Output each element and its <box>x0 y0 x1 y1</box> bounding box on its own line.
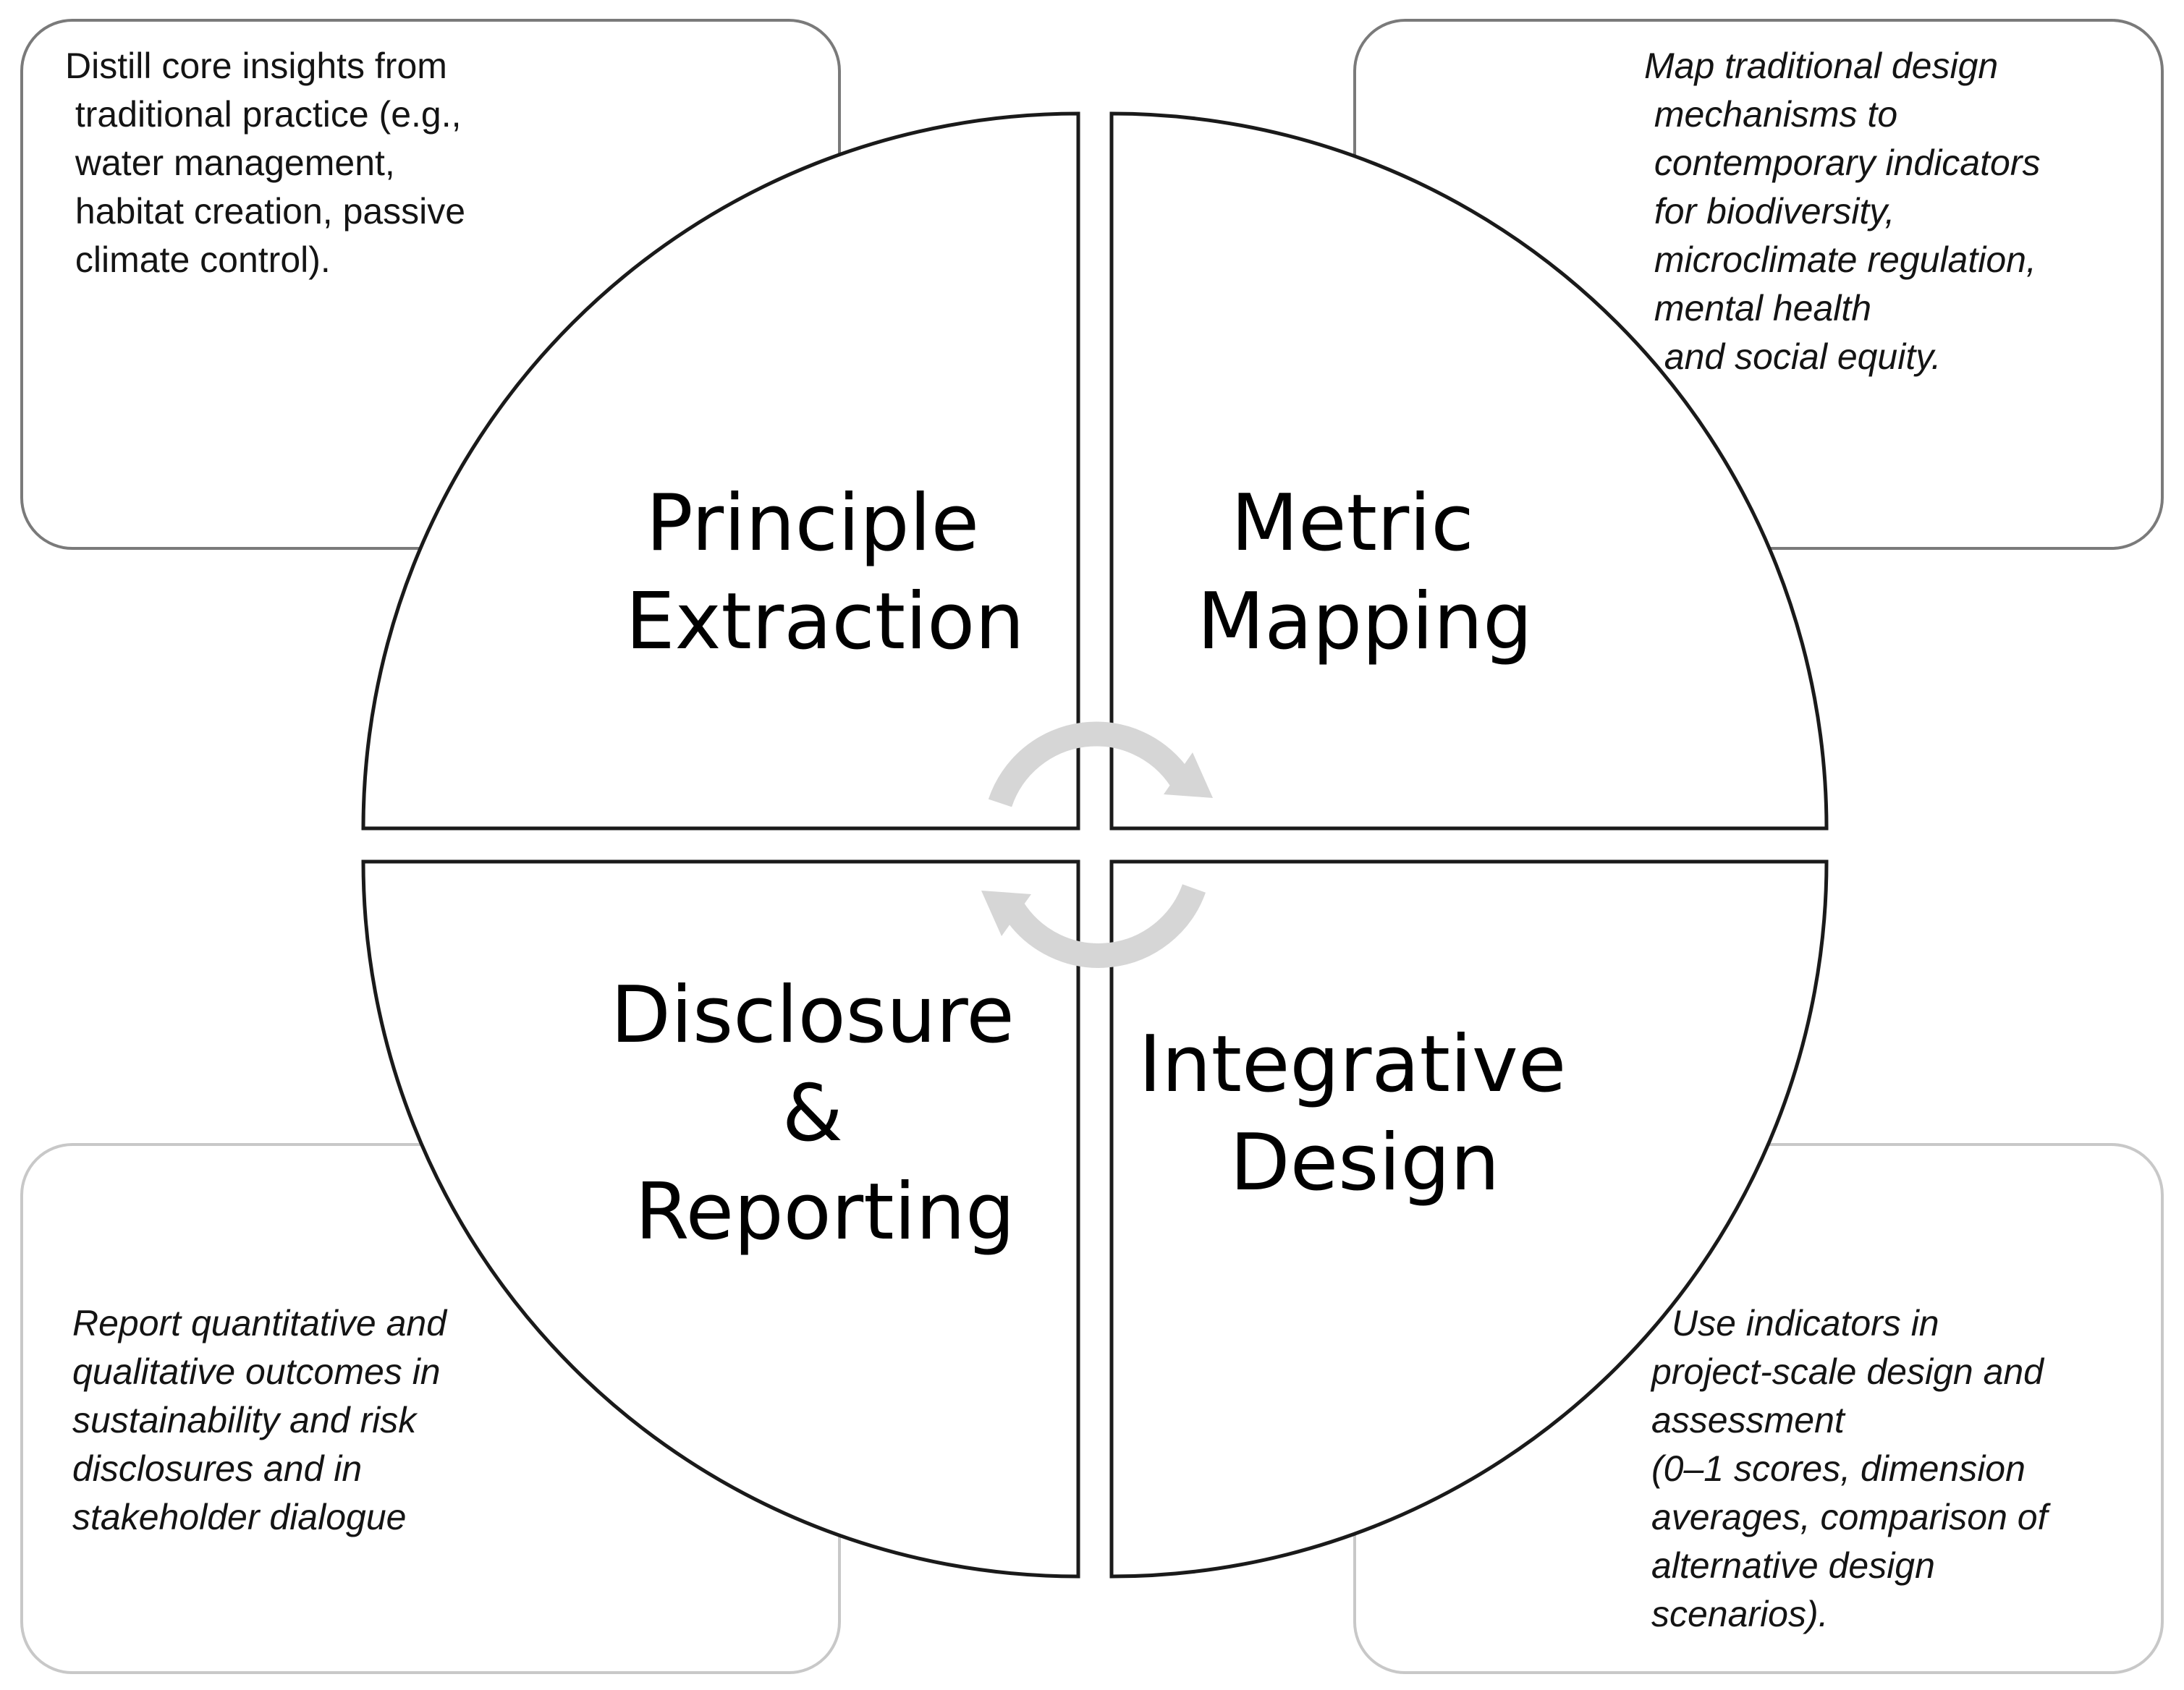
box-line: qualitative outcomes in <box>72 1351 441 1392</box>
quadrant-top-left <box>361 111 1080 831</box>
box-line: Use indicators in <box>1672 1303 1939 1343</box>
title-line: Design <box>1230 1118 1500 1208</box>
title-line: Integrative <box>1138 1019 1566 1110</box>
box-line: Report quantitative and <box>72 1303 448 1343</box>
title-principle-extraction: Principle Extraction <box>625 478 1024 667</box>
box-line: project-scale design and <box>1650 1351 2045 1392</box>
box-line: mental health <box>1644 288 1871 328</box>
box-line: assessment <box>1651 1400 1846 1440</box>
box-line: sustainability and risk <box>72 1400 418 1440</box>
box-line: habitat creation, passive <box>65 191 465 232</box>
title-line: Mapping <box>1197 577 1532 667</box>
title-line: Principle <box>646 478 979 569</box>
box-line: alternative design <box>1651 1545 1935 1586</box>
title-line: Disclosure <box>611 970 1015 1061</box>
box-bottom-left-text: Report quantitative and qualitative outc… <box>0 0 497 1537</box>
box-line: disclosures and in <box>72 1448 362 1489</box>
box-line: for biodiversity, <box>1644 191 1895 232</box>
box-top-right-text: Map traditional design mechanisms to con… <box>0 0 2091 377</box>
box-line: mechanisms to <box>1644 94 1897 135</box>
box-line: climate control). <box>65 239 331 280</box>
box-top-left-text: Distill core insights from traditional p… <box>0 0 516 280</box>
quadrant-bottom-right <box>1109 859 1829 1579</box>
quadrant-top-right <box>1109 111 1829 831</box>
circular-arrows-icon <box>981 721 1213 968</box>
box-line: water management, <box>65 143 395 183</box>
box-bottom-right-text: Use indicators in project-scale design a… <box>1650 1303 2052 1634</box>
title-line: Extraction <box>625 577 1024 667</box>
title-disclosure-reporting: Disclosure & Reporting <box>611 970 1039 1257</box>
quadrant-bottom-left <box>361 859 1080 1579</box>
box-line: Map traditional design <box>1644 46 1998 86</box>
title-metric-mapping: Metric Mapping <box>1197 478 1532 667</box>
title-line: Reporting <box>635 1167 1015 1257</box>
box-line: microclimate regulation, <box>1644 239 2036 280</box>
box-line: Distill core insights from <box>65 46 447 86</box>
box-line: and social equity. <box>1644 336 1941 377</box>
title-integrative-design: Integrative Design <box>1138 1019 1591 1208</box>
box-line: (0–1 scores, dimension <box>1651 1448 2026 1489</box>
title-line: & <box>782 1069 843 1159</box>
box-line: contemporary indicators <box>1644 143 2040 183</box>
box-line: scenarios). <box>1651 1594 1829 1634</box>
box-line: stakeholder dialogue <box>72 1497 406 1537</box>
box-line: averages, comparison of <box>1651 1497 2052 1537</box>
box-line: traditional practice (e.g., <box>65 94 462 135</box>
title-line: Metric <box>1231 478 1474 569</box>
